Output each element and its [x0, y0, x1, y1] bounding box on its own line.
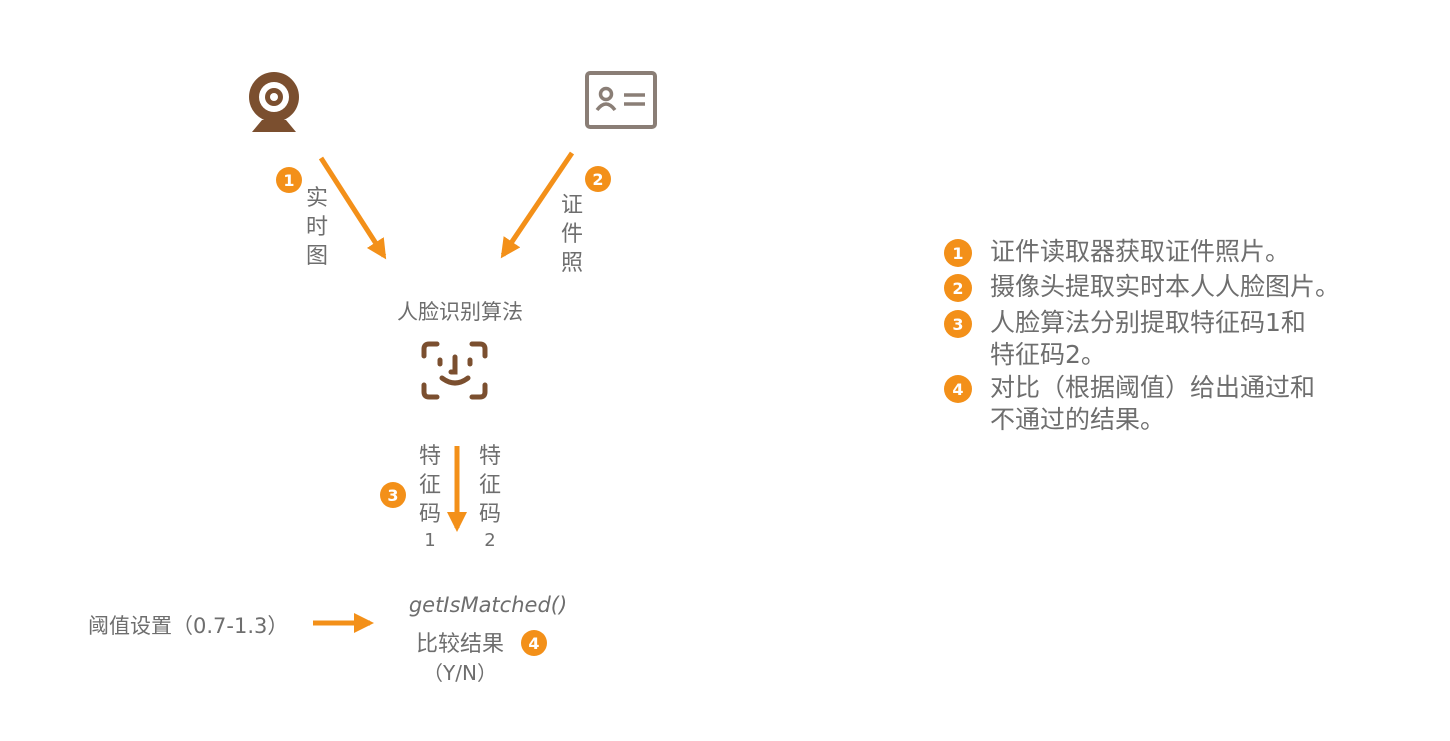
face-scan-icon [421, 341, 488, 400]
arrow-live-image [318, 156, 387, 260]
live-image-label: 实 时 图 [305, 186, 328, 269]
legend-text: 证件读取器获取证件照片。 [990, 237, 1291, 266]
legend-text: 对比（根据阈值）给出通过和不通过的结果。 [990, 373, 1316, 434]
legend-text: 人脸算法分别提取特征码1和特征码2。 [990, 308, 1306, 369]
threshold-label: 阈值设置（0.7-1.3） [88, 614, 289, 638]
step-badge-4: 4 [521, 630, 547, 656]
yn-label: （Y/N） [423, 661, 497, 685]
id-card-icon [585, 71, 657, 129]
webcam-icon [249, 72, 299, 132]
function-name: getIsMatched() [408, 593, 568, 617]
arrow-id-photo [500, 151, 575, 259]
legend-badge: 2 [944, 274, 972, 302]
legend-text: 摄像头提取实时本人人脸图片。 [990, 272, 1341, 301]
feature-code-2-label: 特 征 码 2 [478, 444, 501, 551]
step-badge-2: 2 [585, 166, 611, 192]
compare-result-label: 比较结果 [415, 632, 504, 657]
step-badge-1: 1 [276, 167, 302, 193]
legend-badge: 3 [944, 310, 972, 338]
feature-code-1-label: 特 征 码 1 [418, 444, 441, 551]
id-photo-label: 证 件 照 [560, 193, 583, 276]
algorithm-label: 人脸识别算法 [397, 300, 523, 324]
legend-badge: 1 [944, 239, 972, 267]
legend-badge: 4 [944, 375, 972, 403]
step-badge-3: 3 [380, 482, 406, 508]
